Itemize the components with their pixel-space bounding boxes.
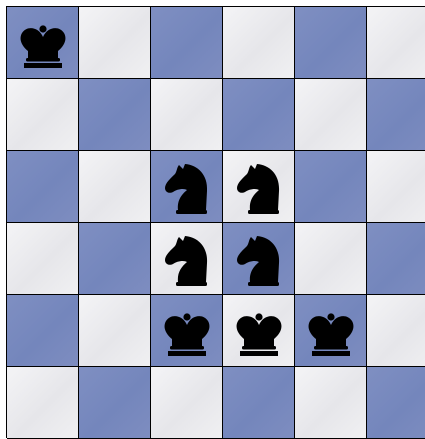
square-a6[interactable] [7,7,79,79]
square-c4[interactable] [151,151,223,223]
black-king-icon[interactable] [301,301,361,361]
square-a4[interactable] [7,151,79,223]
square-d3[interactable] [223,223,295,295]
square-b6[interactable] [79,7,151,79]
square-d4[interactable] [223,151,295,223]
square-b3[interactable] [79,223,151,295]
square-f1[interactable] [367,367,425,439]
square-f2[interactable] [367,295,425,367]
square-d2[interactable] [223,295,295,367]
black-knight-icon[interactable] [229,229,289,289]
square-c6[interactable] [151,7,223,79]
square-b5[interactable] [79,79,151,151]
square-e1[interactable] [295,367,367,439]
square-e2[interactable] [295,295,367,367]
square-a5[interactable] [7,79,79,151]
black-king-icon[interactable] [157,301,217,361]
square-f6[interactable] [367,7,425,79]
chess-board [6,6,425,438]
square-f5[interactable] [367,79,425,151]
square-c1[interactable] [151,367,223,439]
square-f3[interactable] [367,223,425,295]
square-b4[interactable] [79,151,151,223]
square-e5[interactable] [295,79,367,151]
square-e3[interactable] [295,223,367,295]
square-d1[interactable] [223,367,295,439]
square-d5[interactable] [223,79,295,151]
square-f4[interactable] [367,151,425,223]
square-e4[interactable] [295,151,367,223]
white-knight-icon[interactable] [157,229,217,289]
square-c3[interactable] [151,223,223,295]
white-king-icon[interactable] [229,301,289,361]
square-a2[interactable] [7,295,79,367]
square-a1[interactable] [7,367,79,439]
square-d6[interactable] [223,7,295,79]
black-king-icon[interactable] [13,13,73,73]
square-b2[interactable] [79,295,151,367]
white-knight-icon[interactable] [229,157,289,217]
square-c5[interactable] [151,79,223,151]
square-b1[interactable] [79,367,151,439]
square-c2[interactable] [151,295,223,367]
black-knight-icon[interactable] [157,157,217,217]
square-e6[interactable] [295,7,367,79]
square-a3[interactable] [7,223,79,295]
